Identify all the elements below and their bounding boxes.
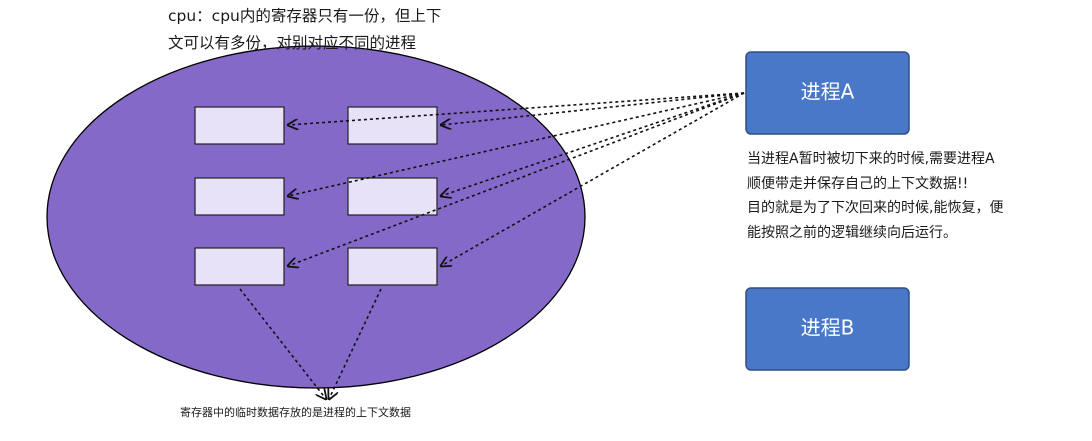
cpu-ellipse xyxy=(46,45,586,389)
cpu-annotation-line-2: 文可以有多份，对别对应不同的进程 xyxy=(168,34,417,52)
process-b-box xyxy=(745,287,910,371)
arrow-to-caption-right xyxy=(329,288,382,399)
description-line-2: 顺便带走并保存自己的上下文数据!! xyxy=(747,175,969,192)
description-line-3: 目的就是为了下次回来的时候,能恢复，便 xyxy=(747,200,1004,216)
context-switch-description: 当进程A暂时被切下来的时候,需要进程A 顺便带走并保存自己的上下文数据!! 目的… xyxy=(747,147,1087,245)
register-box-3 xyxy=(194,177,285,216)
arrow-to-register-6 xyxy=(441,92,745,266)
arrow-to-caption-left xyxy=(239,288,326,399)
process-a-label: 进程A xyxy=(801,80,855,104)
register-box-6 xyxy=(347,247,438,286)
cpu-annotation: cpu：cpu内的寄存器只有一份，但上下 文可以有多份，对别对应不同的进程 xyxy=(168,3,528,57)
cpu-annotation-line-1: cpu：cpu内的寄存器只有一份，但上下 xyxy=(168,7,442,25)
process-b-label: 进程B xyxy=(801,316,855,340)
register-box-2 xyxy=(347,106,438,145)
description-line-4: 能按照之前的逻辑继续向后运行。 xyxy=(747,224,957,241)
register-caption: 寄存器中的临时数据存放的是进程的上下文数据 xyxy=(180,406,411,419)
arrow-to-register-4 xyxy=(441,92,745,196)
arrow-to-register-2 xyxy=(441,92,745,125)
register-box-5 xyxy=(194,247,285,286)
description-line-1: 当进程A暂时被切下来的时候,需要进程A xyxy=(747,151,995,167)
register-box-1 xyxy=(194,106,285,145)
arrow-to-register-1 xyxy=(288,92,745,125)
register-box-4 xyxy=(347,177,438,216)
process-a-box xyxy=(745,51,910,135)
